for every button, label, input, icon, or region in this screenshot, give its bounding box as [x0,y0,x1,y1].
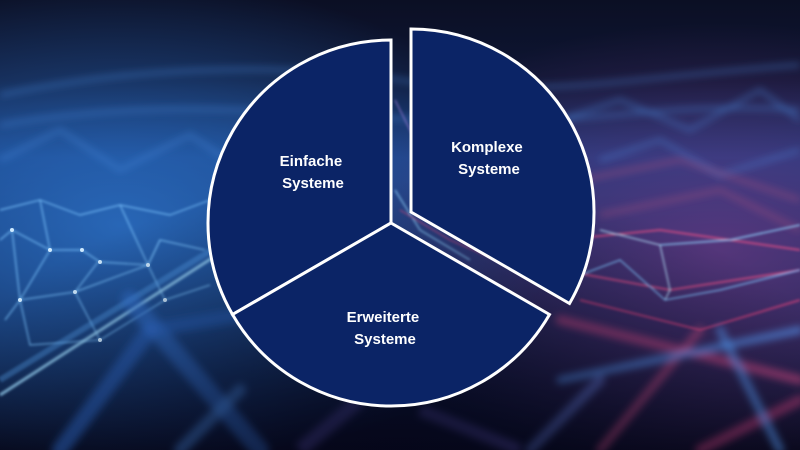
label-line-2: Systeme [282,175,344,192]
slice-einfache-label: Einfache Systeme [280,153,347,192]
label-line-1: Erweiterte [347,309,420,326]
slice-erweiterte-systeme[interactable]: Erweiterte Systeme [230,221,552,408]
slice-komplexe-systeme[interactable]: Komplexe Systeme [409,27,596,306]
label-line-2: Systeme [458,161,520,178]
label-line-1: Komplexe [451,139,523,156]
slice-erweiterte-shape [230,221,552,408]
label-line-2: Systeme [354,331,416,348]
slice-einfache-systeme[interactable]: Einfache Systeme [206,38,393,317]
slice-erweiterte-label: Erweiterte Systeme [347,309,424,348]
slice-komplexe-shape [409,27,596,306]
slice-komplexe-label: Komplexe Systeme [451,139,527,178]
slice-einfache-shape [206,38,393,317]
label-line-1: Einfache [280,153,343,170]
